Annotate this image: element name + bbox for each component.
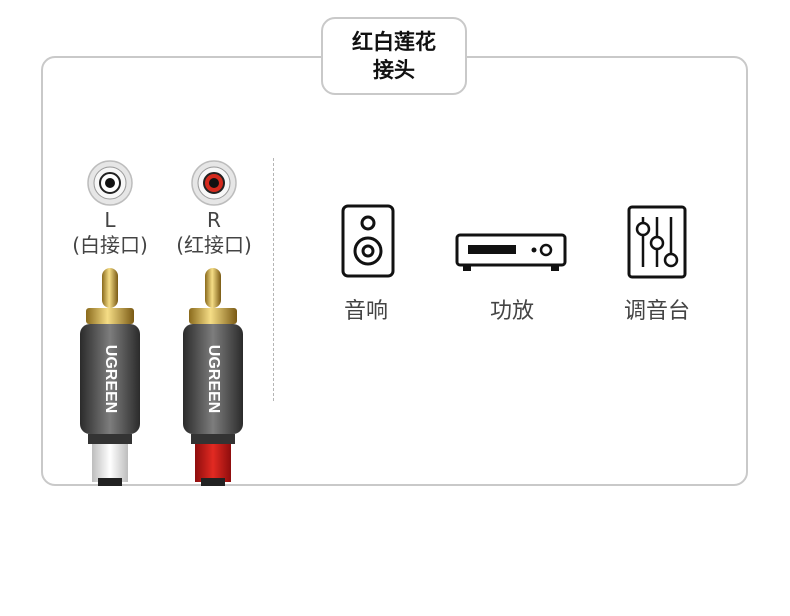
dashed-divider [273, 158, 274, 401]
speaker-label: 音响 [343, 299, 388, 324]
amplifier-label: 功放 [489, 299, 534, 324]
mixer-label: 调音台 [623, 299, 690, 324]
left-plug-brand: UGREEN [102, 345, 119, 413]
red-rca-plug-icon: UGREEN [183, 268, 243, 486]
left-channel: L [104, 208, 116, 232]
right-plug-brand: UGREEN [205, 345, 222, 413]
right-note: (红接口) [176, 233, 252, 257]
title-line-2: 接头 [373, 58, 415, 82]
left-note: (白接口) [72, 233, 148, 257]
amplifier-icon [455, 233, 567, 271]
right-jack-label: R (红接口) [159, 208, 269, 258]
mixer-icon [627, 205, 687, 279]
speaker-icon [341, 204, 395, 278]
red-jack-icon [191, 160, 237, 206]
right-channel: R [207, 208, 221, 232]
left-jack-label: L (白接口) [55, 208, 165, 258]
title-tab: 红白莲花 接头 [321, 17, 467, 95]
title-line-1: 红白莲花 [352, 30, 436, 54]
white-rca-plug-icon: UGREEN [80, 268, 140, 486]
white-jack-icon [87, 160, 133, 206]
